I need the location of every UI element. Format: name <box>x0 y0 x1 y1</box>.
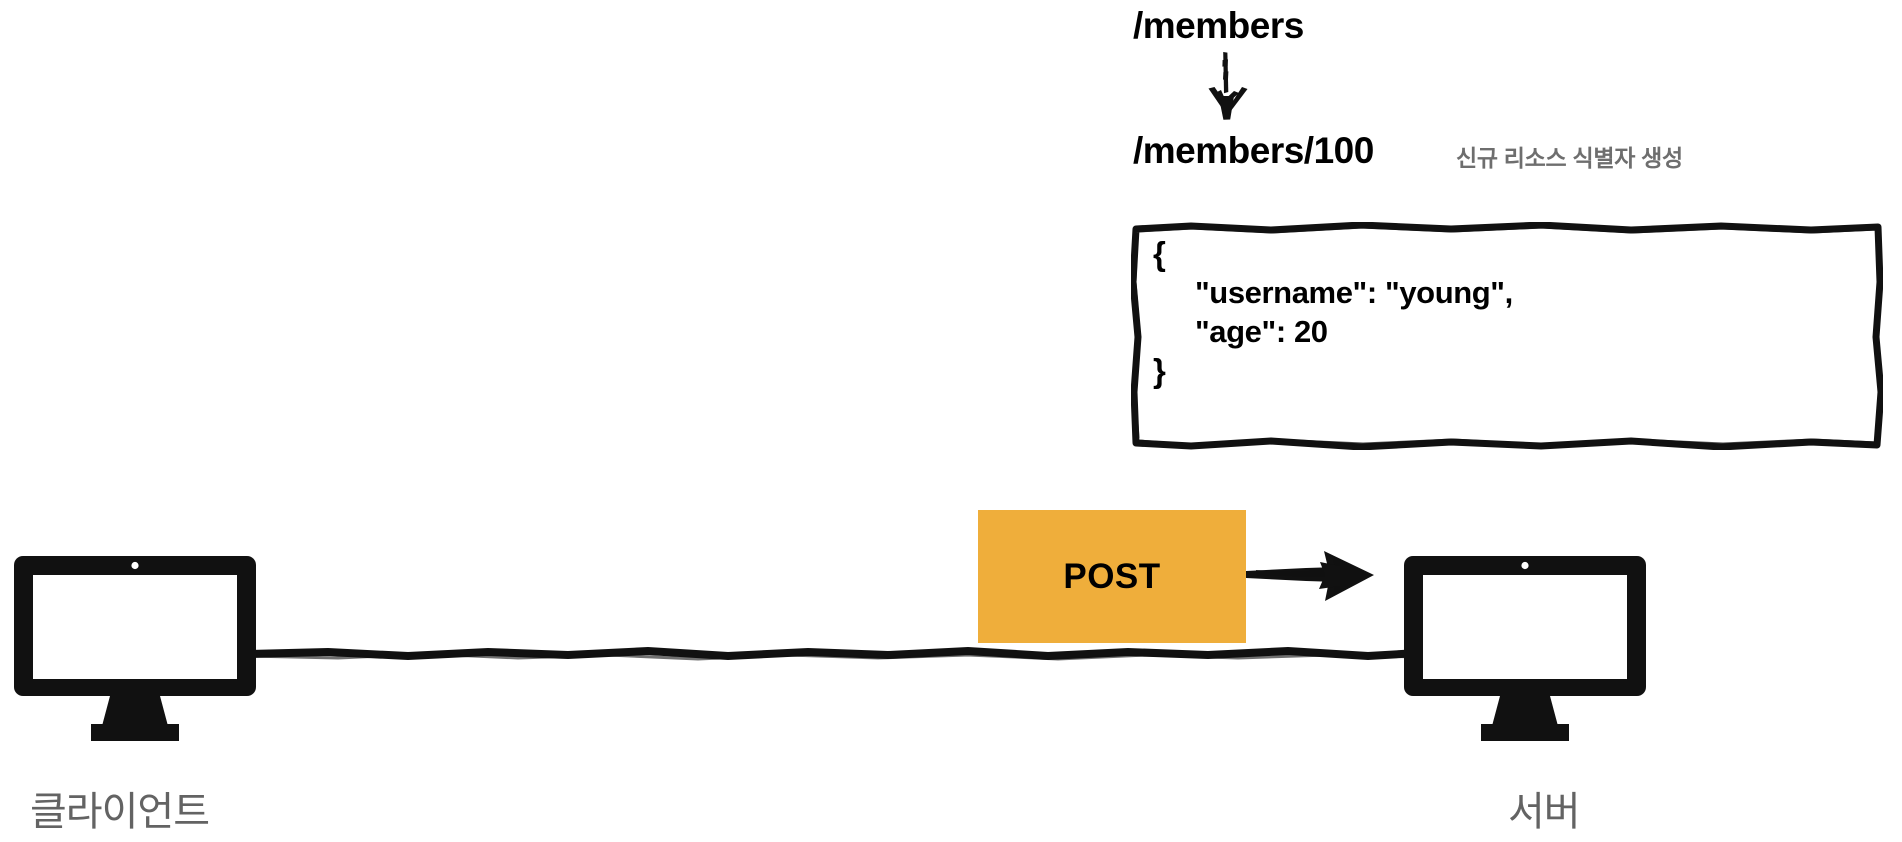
payload-key-username: "username": <box>1195 275 1377 310</box>
server-monitor-icon <box>1404 556 1646 742</box>
payload-key-age: "age": <box>1195 314 1286 349</box>
payload-line-age: "age": 20 <box>1153 312 1873 351</box>
http-method-label: POST <box>1063 556 1161 596</box>
sketch-rectangle-border <box>1131 222 1883 450</box>
endpoint-collection-label: /members <box>1133 5 1304 46</box>
new-resource-annotation: 신규 리소스 식별자 생성 <box>1456 145 1683 171</box>
server-caption: 서버 <box>1508 790 1581 834</box>
arrow-right-icon <box>1246 542 1381 610</box>
payload-value-age: 20 <box>1293 314 1328 349</box>
payload-close-brace: } <box>1153 352 1166 389</box>
payload-code-block: { "username": "young", "age": 20 } <box>1153 234 1873 444</box>
connection-line-icon <box>244 645 1422 663</box>
payload-open-brace: { <box>1153 235 1166 272</box>
http-method-badge[interactable]: POST <box>978 510 1246 643</box>
payload-space-2 <box>1286 314 1294 349</box>
endpoint-resource-label: /members/100 <box>1133 130 1374 171</box>
client-monitor-icon <box>14 556 256 742</box>
client-caption: 클라이언트 <box>30 790 210 834</box>
request-payload-box: { "username": "young", "age": 20 } <box>1131 222 1883 450</box>
arrow-down-icon <box>1185 52 1265 120</box>
payload-space <box>1377 275 1385 310</box>
payload-line-username: "username": "young", <box>1153 273 1873 312</box>
payload-value-username: "young", <box>1385 275 1513 310</box>
